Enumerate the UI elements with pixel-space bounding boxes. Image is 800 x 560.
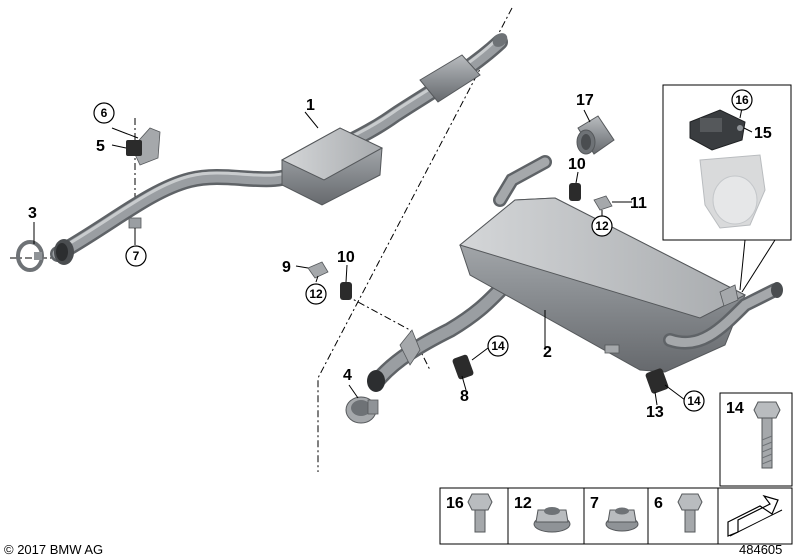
callout-10-right: 10 — [568, 156, 586, 173]
callout-14-left: 14 — [491, 339, 505, 353]
brackets-part-9-11 — [307, 195, 613, 279]
rear-silencer-part-2 — [367, 155, 783, 392]
legend-row: 16 12 7 6 — [439, 487, 793, 545]
callout-12-left: 12 — [309, 287, 323, 301]
callout-1: 1 — [306, 97, 315, 114]
callout-11: 11 — [630, 195, 647, 212]
tailpipe-tip-part-17 — [576, 115, 615, 155]
callout-16: 16 — [735, 93, 749, 107]
callout-9: 9 — [282, 259, 291, 276]
nut-7-icon — [605, 507, 639, 532]
legend-bolt-14: 14 — [719, 392, 793, 487]
callout-2: 2 — [543, 344, 552, 361]
rubber-mount-part-5 — [126, 127, 161, 166]
callout-15: 15 — [754, 125, 772, 142]
callout-3: 3 — [28, 205, 37, 222]
callout-12-right: 12 — [595, 219, 609, 233]
legend-label-7: 7 — [590, 495, 599, 512]
leader-lines — [33, 107, 753, 406]
flange-nut-12-icon — [533, 507, 571, 533]
callout-4: 4 — [343, 367, 352, 384]
callout-17: 17 — [576, 92, 594, 109]
legend-label-14: 14 — [726, 400, 744, 417]
callout-7: 7 — [133, 249, 140, 263]
diagram-number: 484605 — [739, 542, 782, 557]
callout-8: 8 — [460, 388, 469, 405]
clamp-part-4 — [345, 396, 379, 424]
rubber-mounts — [340, 183, 669, 394]
callout-14-right: 14 — [687, 394, 701, 408]
callout-13: 13 — [646, 404, 664, 421]
direction-arrow-icon — [727, 494, 783, 537]
bolt-16-icon — [467, 493, 493, 533]
legend-label-6: 6 — [654, 495, 663, 512]
actuator-inset — [662, 84, 792, 293]
callout-labels: 1 6 5 3 7 9 10 12 4 8 14 2 13 14 17 10 1… — [28, 89, 772, 421]
callout-10-left: 10 — [337, 249, 355, 266]
clamp-part-3 — [16, 240, 44, 272]
legend-label-12: 12 — [514, 495, 532, 512]
copyright-text: © 2017 BMW AG — [4, 542, 103, 557]
bolt-6-icon — [677, 493, 703, 533]
callout-5: 5 — [96, 138, 105, 155]
callout-6: 6 — [101, 106, 108, 120]
legend-label-16: 16 — [446, 495, 464, 512]
front-pipe-assembly — [50, 33, 508, 265]
